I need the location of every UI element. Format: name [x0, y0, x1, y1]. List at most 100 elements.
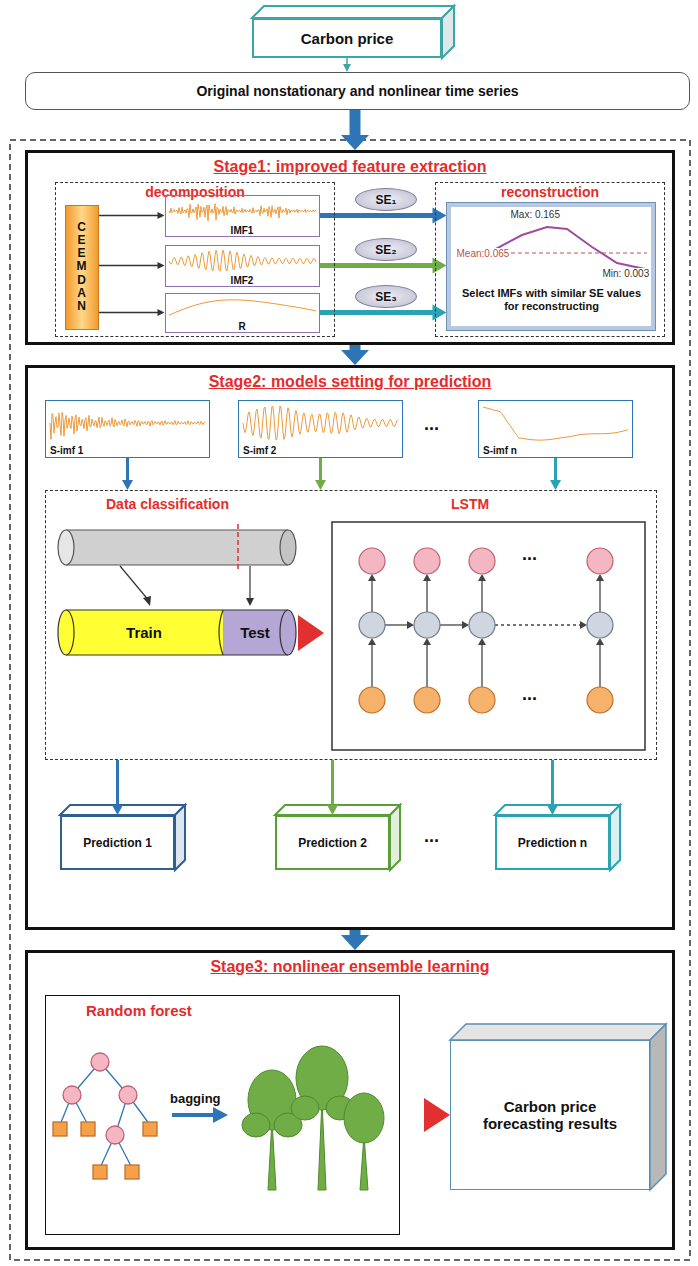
arrowhead [341, 135, 369, 150]
box-top [252, 6, 454, 18]
subseries-panel: S-imf 2 [238, 400, 403, 458]
subseries-panel: S-imf n [478, 400, 633, 458]
arrowhead [158, 309, 165, 316]
lstm-link [599, 580, 600, 612]
waveforms [50, 204, 628, 440]
node-label: reconstruction [501, 184, 599, 200]
lstm-link [426, 644, 427, 687]
box-top [450, 1024, 666, 1040]
node-text: Min: 0.003 [601, 268, 652, 279]
node-label: SE₂ [375, 243, 396, 257]
residual-panel: R [165, 293, 320, 333]
node-label: Carbon price forecasting results [451, 1098, 649, 1132]
entropy-ellipse: SE₁ [355, 188, 417, 211]
outer-region [10, 140, 690, 1260]
connector [424, 1098, 450, 1132]
node-label: decomposition [145, 184, 245, 200]
lstm-head [423, 574, 431, 581]
lstm-link [371, 580, 372, 612]
node-label: Data classification [106, 496, 229, 512]
prediction-box: Prediction 1 [60, 815, 175, 870]
connector [341, 930, 369, 950]
node-label: Carbon price [301, 30, 394, 47]
step-label: bagging [170, 1091, 221, 1106]
node-label: R [238, 321, 245, 332]
input-unit [414, 687, 440, 713]
box-side [442, 6, 454, 58]
flow-triangle [298, 615, 324, 651]
node-label: SE₁ [376, 193, 397, 207]
arrowhead [158, 212, 165, 219]
connector [99, 212, 165, 219]
connector-line [320, 310, 436, 315]
stage-box: Stage1: improved feature extraction decom… [25, 150, 675, 345]
series-box: Original nonstationary and nonlinear tim… [25, 72, 690, 110]
subseries-panel: S-imf 1 [45, 400, 210, 458]
lstm-head [580, 621, 587, 629]
waveform [243, 406, 398, 440]
arrowhead [327, 805, 338, 815]
connector-line [320, 213, 436, 218]
node-label: Prediction n [518, 836, 587, 850]
output-unit [469, 548, 495, 574]
node-label: Stage1: improved feature extraction [214, 158, 487, 176]
se-chart [455, 227, 647, 269]
connector-line [99, 215, 159, 216]
arrowhead [112, 805, 123, 815]
arrowhead [547, 805, 558, 815]
connector-line [350, 110, 361, 138]
node-label: Prediction 1 [83, 836, 152, 850]
node-label: CEEMDAN [76, 221, 88, 313]
connector [343, 58, 351, 72]
node-label: S-imf 2 [243, 445, 276, 457]
lstm-link [440, 624, 463, 625]
result-box: Carbon price forecasting results [450, 1040, 650, 1190]
lstm-head [462, 621, 469, 629]
connector [547, 760, 558, 815]
waveform [169, 204, 316, 221]
connector [327, 760, 338, 815]
connector [341, 110, 369, 150]
lstm-link [371, 644, 372, 687]
ellipsis: ... [424, 414, 439, 435]
lstm-link [426, 580, 427, 612]
connector-line [331, 760, 334, 807]
arrowhead [341, 935, 369, 950]
ellipsis: ... [522, 684, 537, 705]
connector [99, 309, 165, 316]
connector-line [126, 458, 129, 482]
model-group: Data classification LSTM Train Test [45, 490, 657, 760]
node-label: Original nonstationary and nonlinear tim… [196, 83, 518, 99]
input-unit [359, 687, 385, 713]
train-segment: Train [66, 610, 223, 655]
stage-box: Stage3: nonlinear ensemble learningRando… [25, 950, 675, 1250]
hidden-unit [359, 612, 385, 638]
lstm-network [332, 522, 645, 750]
connector-line [116, 760, 119, 807]
lstm-head [407, 621, 414, 629]
entropy-ellipse: SE₃ [355, 285, 417, 308]
box-side [650, 1024, 666, 1190]
output-unit [414, 548, 440, 574]
node-text: LSTM [451, 496, 489, 512]
method-box: CEEMDAN [65, 205, 99, 330]
connector-line [99, 312, 159, 313]
arrowhead [315, 480, 326, 490]
chart-box: Max: 0.165Mean:0.065Min: 0.003Select IMF… [447, 203, 655, 330]
waveform [169, 300, 316, 315]
connector [112, 760, 123, 815]
node-label: IMF1 [231, 225, 254, 236]
lstm-head [478, 638, 486, 645]
arrowhead [158, 262, 165, 269]
node-label: Test [240, 624, 270, 641]
lstm-link [599, 644, 600, 687]
lstm-link [481, 644, 482, 687]
lstm-head [423, 638, 431, 645]
connector-line [554, 458, 557, 482]
waveform [169, 250, 316, 271]
ellipsis: ... [424, 826, 439, 847]
node-label: Prediction 2 [298, 836, 367, 850]
split-cylinder [58, 610, 296, 655]
stage-box: Stage2: models setting for predictionS-i… [25, 365, 675, 930]
connector-line [551, 760, 554, 807]
